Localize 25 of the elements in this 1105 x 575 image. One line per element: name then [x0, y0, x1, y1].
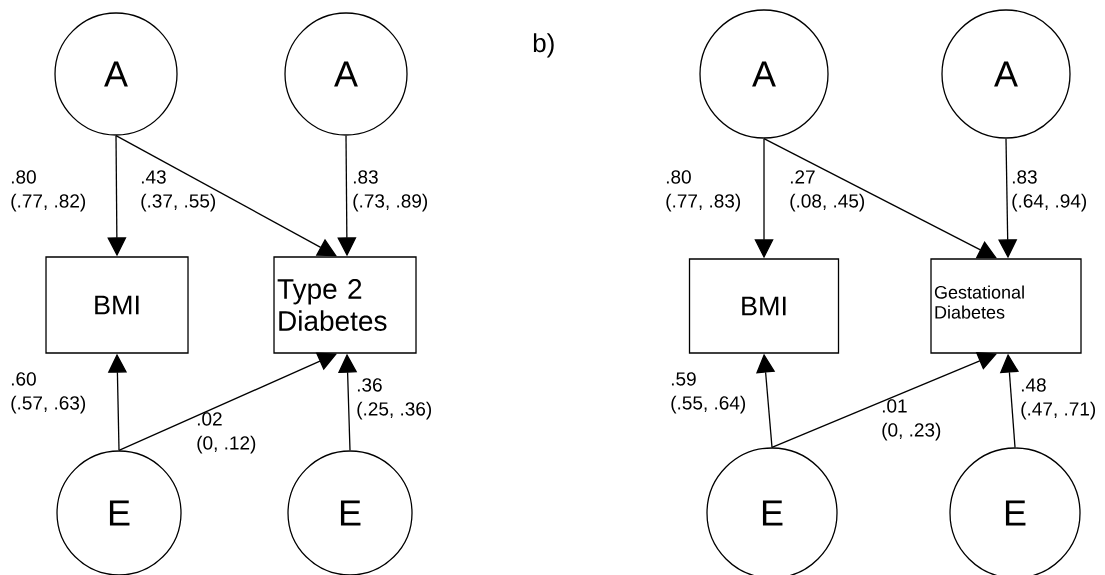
edge-label: .27 (.08, .45) [790, 170, 865, 212]
edge-label: .60 (.57, .63) [11, 372, 86, 414]
panel-label: b) [533, 33, 554, 58]
rectangle-node: Gestational Diabetes [930, 258, 1082, 354]
circle-node: A [941, 9, 1071, 139]
circle-node: A [284, 12, 408, 136]
edge-label: .59 (.55, .64) [671, 372, 746, 414]
edge-label: .83 (.64, .94) [1012, 170, 1087, 212]
edge-label: .48 (.47, .71) [1021, 378, 1096, 420]
rectangle-node: BMI [688, 258, 840, 354]
edge-label: .01 (0, .23) [882, 399, 941, 441]
edge-label: .80 (.77, .83) [666, 170, 741, 212]
circle-node: A [699, 9, 829, 139]
arrow [763, 138, 997, 259]
circle-node: A [54, 12, 178, 136]
edge-label: .80 (.77, .82) [11, 170, 86, 212]
arrow [115, 135, 337, 257]
edge-label: .36 (.25, .36) [357, 378, 432, 420]
edge-label: .43 (.37, .55) [141, 170, 216, 212]
arrow [771, 352, 997, 448]
arrow [118, 352, 337, 451]
edge-label: .02 (0, .12) [197, 412, 256, 454]
rectangle-node: BMI [45, 256, 189, 354]
rectangle-node: Type 2 Diabetes [273, 256, 417, 354]
edge-label: .83 (.73, .89) [353, 170, 428, 212]
